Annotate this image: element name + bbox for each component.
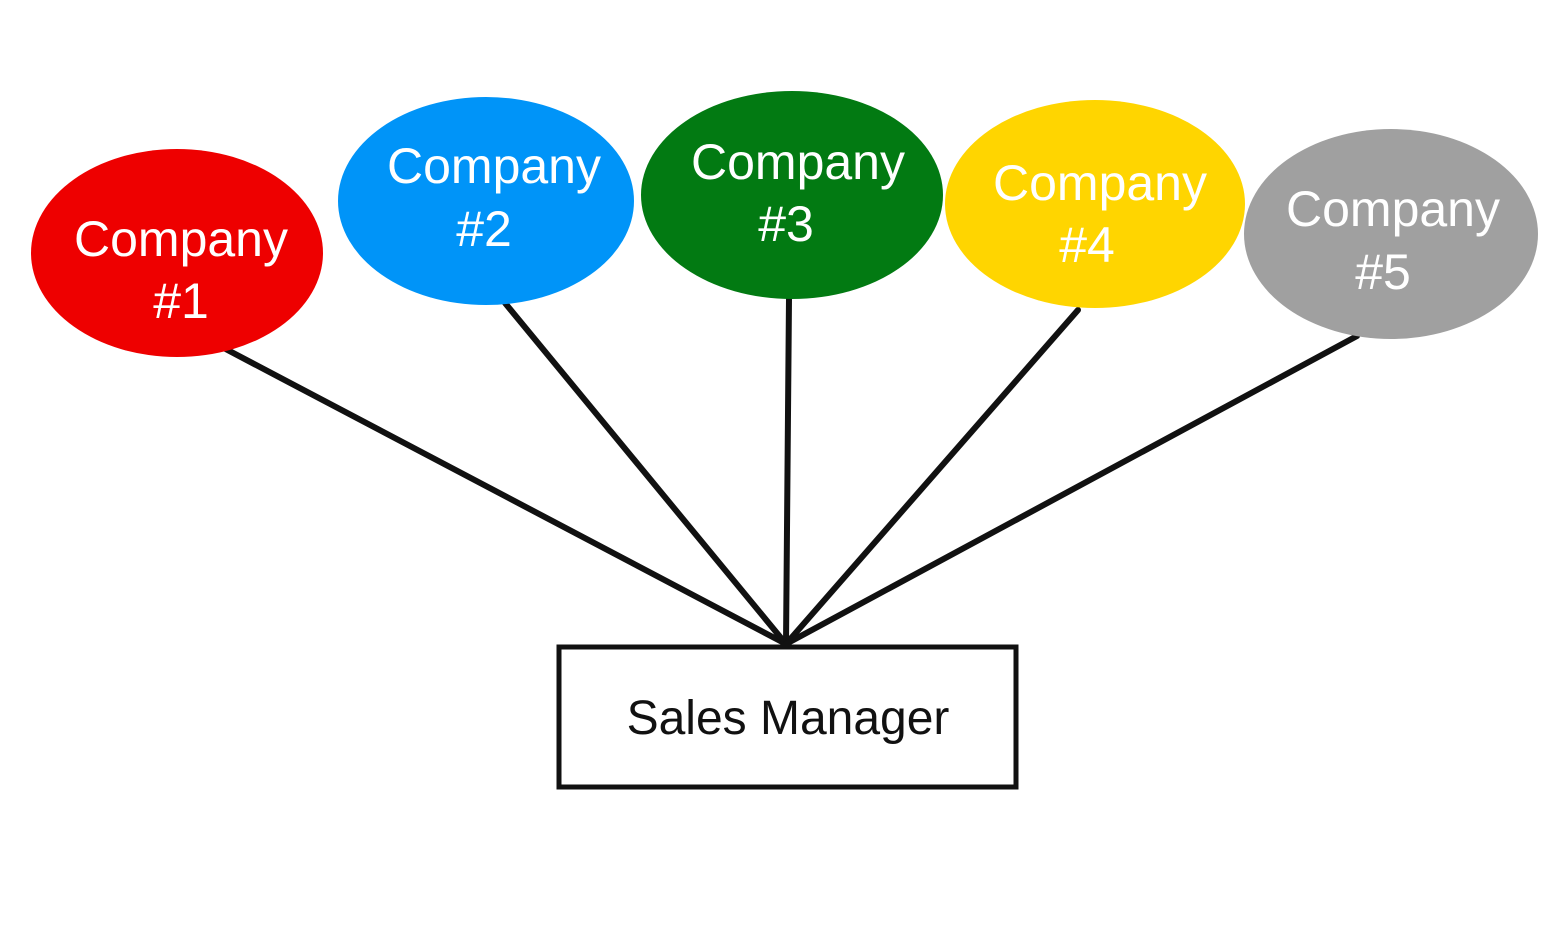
company-node-5-ellipse — [1244, 129, 1538, 339]
connector-company-4 — [783, 307, 1081, 647]
company-node-4-ellipse — [945, 100, 1245, 308]
company-node-5-label-line2: #5 — [1355, 244, 1411, 300]
connector-company-2 — [502, 300, 789, 647]
connector-company-5 — [783, 333, 1360, 647]
company-node-4-label-line1: Company — [993, 155, 1207, 211]
company-node-1-label-line1: Company — [74, 211, 288, 267]
sales-manager-box — [556, 644, 1019, 790]
connector-company-3 — [783, 295, 792, 647]
connectors — [217, 295, 1360, 647]
sales-manager-label: Sales Manager — [627, 692, 950, 745]
company-node-2-ellipse — [338, 97, 634, 305]
company-node-3-label-line1: Company — [691, 134, 905, 190]
company-node-3: Company #3 — [641, 91, 943, 299]
company-node-1: Company #1 — [31, 149, 323, 357]
company-node-2-label-line1: Company — [387, 138, 601, 194]
company-node-2: Company #2 — [338, 97, 634, 305]
company-node-4: Company #4 — [945, 100, 1245, 308]
company-node-4-label-line2: #4 — [1059, 217, 1115, 273]
company-node-3-label-line2: #3 — [758, 196, 814, 252]
sales-manager-node: Sales Manager — [556, 644, 1019, 790]
company-node-1-ellipse — [31, 149, 323, 357]
company-node-5: Company #5 — [1244, 129, 1538, 339]
connector-company-1 — [217, 343, 789, 647]
company-node-5-label-line1: Company — [1286, 181, 1500, 237]
company-node-2-label-line2: #2 — [456, 201, 512, 257]
company-node-3-ellipse — [641, 91, 943, 299]
company-node-1-label-line2: #1 — [153, 273, 209, 329]
